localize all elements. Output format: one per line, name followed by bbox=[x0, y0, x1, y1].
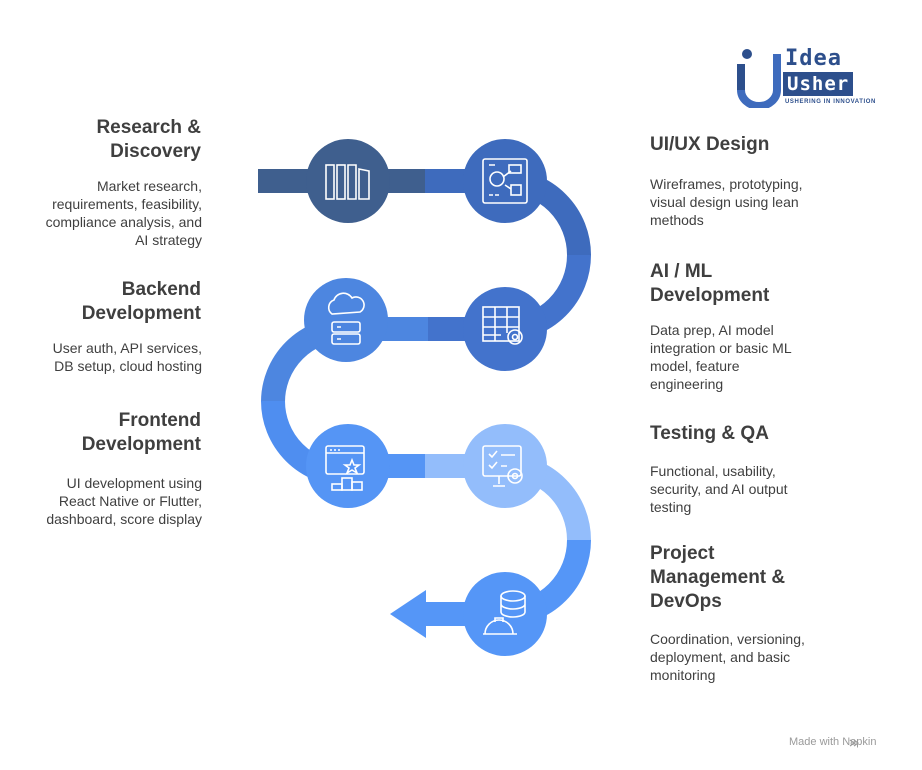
wireframe-layout-icon bbox=[482, 158, 528, 204]
napkin-icon bbox=[849, 739, 859, 747]
logo-mark-icon bbox=[737, 49, 781, 108]
made-with-label: Made with Napkin bbox=[789, 736, 877, 748]
arrow-head bbox=[390, 590, 426, 638]
logo-line2: Usher bbox=[783, 72, 854, 96]
step-desc-testing: Functional, usability, security, and AI … bbox=[650, 463, 788, 515]
step-desc-frontend: UI development using React Native or Flu… bbox=[46, 475, 202, 527]
table-gear-icon bbox=[482, 306, 523, 345]
cloud-server-icon bbox=[327, 292, 365, 345]
idea-usher-logo: Idea Usher USHERING IN INNOVATION bbox=[737, 46, 883, 110]
logo-line1: Idea bbox=[785, 46, 842, 71]
step-title-pm-devops: Project Management & DevOps bbox=[650, 543, 786, 612]
step-desc-aiml: Data prep, AI model integration or basic… bbox=[650, 322, 792, 392]
step-circle-7 bbox=[463, 572, 547, 656]
database-hardhat-icon bbox=[483, 590, 526, 635]
roadmap-path bbox=[258, 169, 591, 626]
browser-podium-icon bbox=[325, 445, 365, 491]
step-title-uiux: UI/UX Design bbox=[650, 134, 770, 155]
step-circle-5 bbox=[306, 424, 390, 508]
filing-folders-icon bbox=[325, 164, 370, 200]
step-desc-backend: User auth, API services, DB setup, cloud… bbox=[52, 340, 202, 374]
step-circles bbox=[304, 139, 547, 656]
step-title-backend: Backend Development bbox=[81, 279, 201, 324]
step-title-research: Research & Discovery bbox=[96, 117, 201, 162]
step-title-testing: Testing & QA bbox=[650, 423, 769, 444]
step-title-aiml: AI / ML Development bbox=[650, 261, 770, 306]
step-desc-pm-devops: Coordination, versioning, deployment, an… bbox=[650, 631, 805, 683]
step-title-frontend: Frontend Development bbox=[81, 410, 201, 455]
step-desc-uiux: Wireframes, prototyping, visual design u… bbox=[650, 176, 803, 228]
checklist-gear-icon bbox=[482, 445, 523, 487]
made-with-napkin: Made with Napkin bbox=[789, 736, 876, 748]
step-desc-research: Market research, requirements, feasibili… bbox=[45, 178, 202, 248]
logo-tagline: USHERING IN INNOVATION bbox=[785, 99, 876, 105]
step-circle-2 bbox=[463, 139, 547, 223]
step-circle-3 bbox=[463, 287, 547, 371]
step-circle-4 bbox=[304, 278, 388, 362]
